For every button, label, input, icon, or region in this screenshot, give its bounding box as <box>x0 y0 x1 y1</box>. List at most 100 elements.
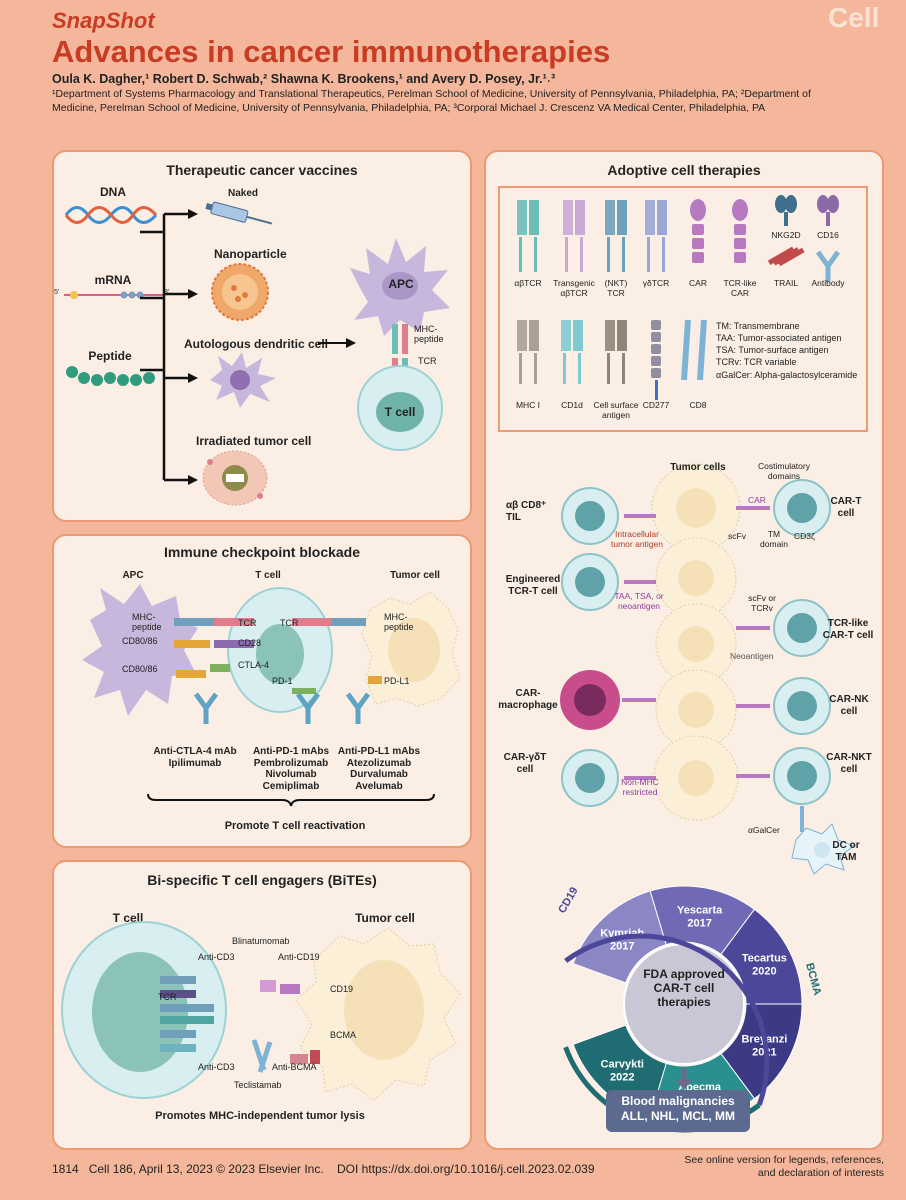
antibcma-label: Anti-BCMA <box>272 1062 317 1072</box>
blinatumomab-label: Blinatumomab <box>232 936 290 946</box>
receptor-glyph <box>817 195 839 226</box>
receptor-glyph <box>815 250 841 282</box>
receptor-glyph <box>563 200 585 272</box>
bcma-label: BCMA <box>803 962 823 997</box>
agalcer-label: αGalCer <box>748 825 780 835</box>
anticd3b-label: Anti-CD3 <box>198 1062 235 1072</box>
affiliations-line1: ¹Department of Systems Pharmacology and … <box>52 88 811 100</box>
tcell-label: T cell <box>384 405 416 419</box>
bites-tcell-label: T cell <box>112 911 144 925</box>
naked-label: Naked <box>228 188 259 199</box>
receptor-glyph <box>605 200 627 272</box>
ckpt-tcr1-label: TCR <box>238 618 257 628</box>
ckpt-pd1-label: PD-1 <box>272 676 293 686</box>
bites-title: Bi-specific T cell engagers (BiTEs) <box>147 872 377 888</box>
bites-tumor-label: Tumor cell <box>355 911 415 925</box>
peptide-label: Peptide <box>88 349 132 363</box>
checkpoint-title: Immune checkpoint blockade <box>163 544 361 560</box>
online-note-2: and declaration of interests <box>757 1167 884 1179</box>
receptor-label: MHC I <box>516 400 540 410</box>
blood-list: ALL, NHL, MCL, MM <box>621 1109 735 1123</box>
online-note-1: See online version for legends, referenc… <box>684 1154 884 1166</box>
receptor-label: CD277 <box>643 400 670 410</box>
carnk-label: CAR-NK cell <box>829 694 869 717</box>
dc-tam-label: DC or TAM <box>832 840 860 863</box>
receptor-glyph <box>690 199 706 263</box>
affiliations-line2: Medicine, Perelman School of Medicine, U… <box>52 102 766 114</box>
anticd3a-label: Anti-CD3 <box>198 952 235 962</box>
teclistamab-label: Teclistamab <box>234 1080 282 1090</box>
receptor-glyph <box>775 195 797 226</box>
ckpt-ctla4-label: CTLA-4 <box>238 660 270 670</box>
abbrev-legend: TM: Transmembrane TAA: Tumor-associated … <box>716 320 857 381</box>
dna-helix-icon <box>64 206 158 224</box>
cd19-arc <box>564 933 770 1106</box>
ckpt-apc-label: APC <box>122 570 144 581</box>
cell-therapy-network <box>560 463 856 875</box>
peptide-chain-icon <box>66 366 155 386</box>
citation: 1814 Cell 186, April 13, 2023 © 2023 Els… <box>52 1162 595 1176</box>
authors: Oula K. Dagher,¹ Robert D. Schwab,² Shaw… <box>52 72 556 86</box>
nonmhc-label: Non-MHC restricted <box>621 777 659 797</box>
blood-malignancies-box: Blood malignancies ALL, NHL, MCL, MM <box>606 1090 750 1132</box>
intracellular-label: Intracellular tumor antigen <box>611 529 663 549</box>
mrna-3prime: 3' <box>164 289 170 296</box>
legend-item: αGalCer: Alpha-galactosylceramide <box>716 369 858 380</box>
receptor-catalog <box>498 186 868 432</box>
antibody-icons <box>193 692 371 724</box>
to-apc-arrow <box>318 338 356 348</box>
tcr-label: TCR <box>418 356 437 366</box>
ckpt-tcr2-label: TCR <box>280 618 299 628</box>
engtcr-label: Engineered TCR-T cell <box>505 574 561 597</box>
mrna-strand-icon <box>64 291 164 299</box>
taa-label: TAA, TSA, or neoantigen <box>614 591 664 611</box>
receptor-glyph <box>732 199 748 263</box>
snapshot-kicker: SnapShot <box>52 8 155 33</box>
receptor-glyph <box>517 320 539 384</box>
drug-anti-pdl1: Anti-PD-L1 mAbs Atezolizumab Durvalumab … <box>337 746 421 792</box>
bites-tcr-label: TCR <box>158 992 177 1002</box>
receptor-glyph <box>651 320 661 400</box>
receptor-label: αβTCR <box>514 278 541 288</box>
drug-anti-ctla4: Anti-CTLA-4 mAb Ipilimumab <box>153 746 237 769</box>
scfv-label: scFv <box>728 531 746 541</box>
scfv-tcrv-label: scFv or TCRv <box>748 593 776 613</box>
dna-label: DNA <box>100 185 126 199</box>
cart-label: CAR-T cell <box>830 496 862 519</box>
apc-tcell-synapse <box>350 238 450 451</box>
blood-title: Blood malignancies <box>621 1094 735 1108</box>
receptor-glyph <box>767 246 805 267</box>
apc-label: APC <box>388 277 414 291</box>
ckpt-mhc1-label: MHC- peptide <box>132 612 162 633</box>
cd19-label: CD19 <box>330 984 354 994</box>
cd19-label: CD19 <box>556 885 580 915</box>
mrna-5prime: 5' <box>54 289 60 296</box>
car-label: CAR <box>748 495 766 505</box>
mrna-label: mRNA <box>94 273 132 287</box>
ckpt-pdl1-label: PD-L1 <box>384 676 410 686</box>
receptor-glyph <box>605 320 627 384</box>
ckpt-cd8086b-label: CD80/86 <box>122 664 158 674</box>
cell-logo: Cell <box>828 2 880 33</box>
nanoparticle-label: Nanoparticle <box>214 247 287 261</box>
cargd-label: CAR-γδT cell <box>503 752 547 775</box>
tcrlike-label: TCR-like CAR-T cell <box>822 618 874 641</box>
ckpt-mhc2-label: MHC- peptide <box>384 612 414 633</box>
wheel-center-text: FDA approved CAR-T cell therapies <box>643 967 725 1009</box>
cd3z-label: CD3ζ <box>794 531 815 541</box>
carmac-label: CAR- macrophage <box>498 688 558 711</box>
bcma-label: BCMA <box>330 1030 357 1040</box>
anticd19-label: Anti-CD19 <box>278 952 320 962</box>
page-title: Advances in cancer immunotherapies <box>52 34 611 69</box>
receptor-label: CD8 <box>689 400 706 410</box>
receptor-label: CD1d <box>561 400 583 410</box>
neoantigen-label: Neoantigen <box>730 651 774 661</box>
tumor-cells-label: Tumor cells <box>670 462 726 473</box>
receptor-label: NKG2D <box>771 230 800 240</box>
